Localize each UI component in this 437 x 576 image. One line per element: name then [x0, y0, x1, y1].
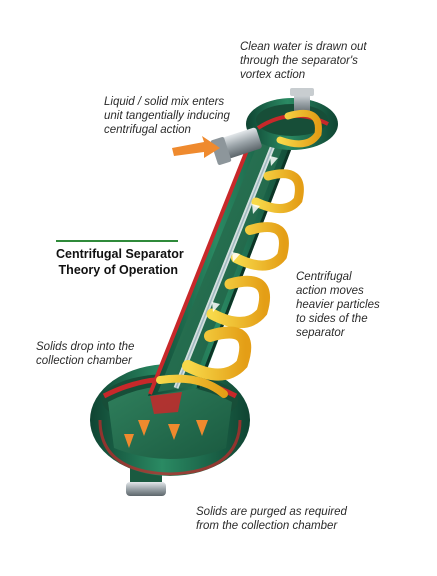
diagram-title-line-1: Centrifugal Separator — [56, 247, 184, 261]
title-rule — [56, 240, 178, 242]
clean-water-line-2: through the separator's — [240, 55, 358, 67]
centrifugal-line-2: action moves — [296, 285, 364, 297]
diagram-title-line-2: Theory of Operation — [58, 263, 178, 277]
flow-arrows — [212, 156, 278, 312]
clean-water-line-1: Clean water is drawn out — [240, 41, 367, 53]
clean-water-annotation: Clean water is drawn out through the sep… — [240, 40, 367, 82]
vortex-ribbons — [156, 109, 322, 398]
clean-water-line-3: vortex action — [240, 69, 306, 81]
inlet-line-1: Liquid / solid mix enters — [104, 96, 225, 108]
inlet-line-2: unit tangentially inducing — [104, 110, 230, 122]
solids-drop-line-1: Solids drop into the — [36, 341, 135, 353]
centrifugal-line-1: Centrifugal — [296, 271, 352, 283]
inlet-arrow — [172, 136, 220, 158]
collection-chamber — [90, 364, 250, 476]
solids-drop-annotation: Solids drop into the collection chamber — [36, 340, 134, 368]
inlet-line-3: centrifugal action — [104, 124, 191, 136]
centrifugal-annotation: Centrifugal action moves heavier particl… — [296, 270, 380, 340]
centrifugal-line-4: to sides of the — [296, 313, 368, 325]
inlet-annotation: Liquid / solid mix enters unit tangentia… — [104, 95, 230, 137]
diagram-title: Centrifugal Separator Theory of Operatio… — [56, 246, 184, 278]
centrifugal-line-3: heavier particles — [296, 299, 380, 311]
centrifugal-line-5: separator — [296, 327, 345, 339]
purge-line-1: Solids are purged as required — [196, 506, 347, 518]
inlet-pipe — [210, 127, 262, 166]
solids-arrows — [124, 420, 208, 448]
purge-line-2: from the collection chamber — [196, 520, 338, 532]
vortex-core — [173, 117, 287, 389]
solids-drop-line-2: collection chamber — [36, 355, 132, 367]
purge-annotation: Solids are purged as required from the c… — [196, 505, 347, 533]
